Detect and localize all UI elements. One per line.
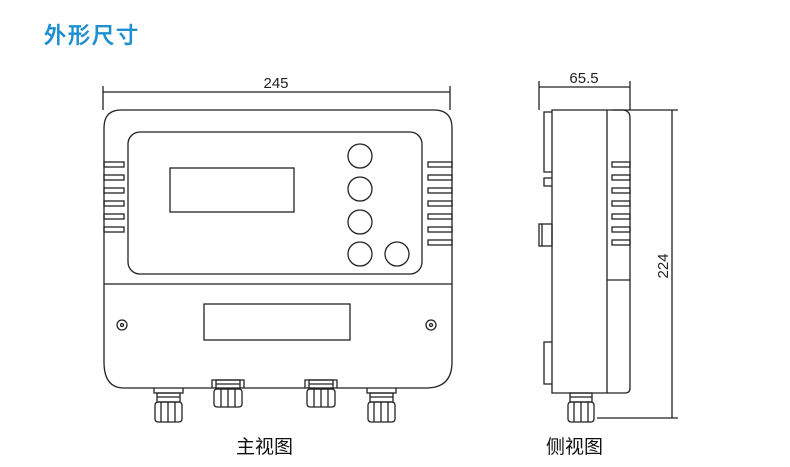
keypad-button: [347, 176, 373, 202]
screw-icon: [425, 319, 437, 331]
side-view: [538, 81, 678, 423]
front-width-label: 245: [263, 75, 288, 92]
keypad-button: [347, 143, 373, 169]
lcd-display: [169, 167, 295, 213]
front-view: [102, 86, 453, 423]
front-enclosure-outline: [103, 109, 453, 389]
label-window: [203, 303, 351, 341]
front-panel-outline: [127, 131, 423, 275]
front-view-caption: 主视图: [236, 436, 294, 458]
side-enclosure-outline: [551, 109, 631, 394]
keypad-button: [347, 241, 373, 267]
right-vent-slots: [427, 161, 453, 246]
side-view-caption: 侧视图: [546, 436, 604, 458]
side-vent-slots: [611, 161, 631, 246]
cable-gland-3: [304, 379, 338, 408]
cable-gland-4: [366, 388, 397, 423]
section-title: 外形尺寸: [44, 24, 141, 49]
left-vent-slots: [103, 161, 125, 233]
height-label: 224: [655, 253, 672, 278]
keypad-button: [347, 209, 373, 235]
mounting-clip: [538, 223, 553, 247]
cable-gland-2: [211, 379, 245, 408]
keypad-button: [384, 241, 410, 267]
cable-gland-1: [153, 388, 184, 423]
screw-icon: [116, 319, 128, 331]
side-cable-gland: [567, 392, 595, 423]
side-depth-label: 65.5: [569, 70, 598, 87]
